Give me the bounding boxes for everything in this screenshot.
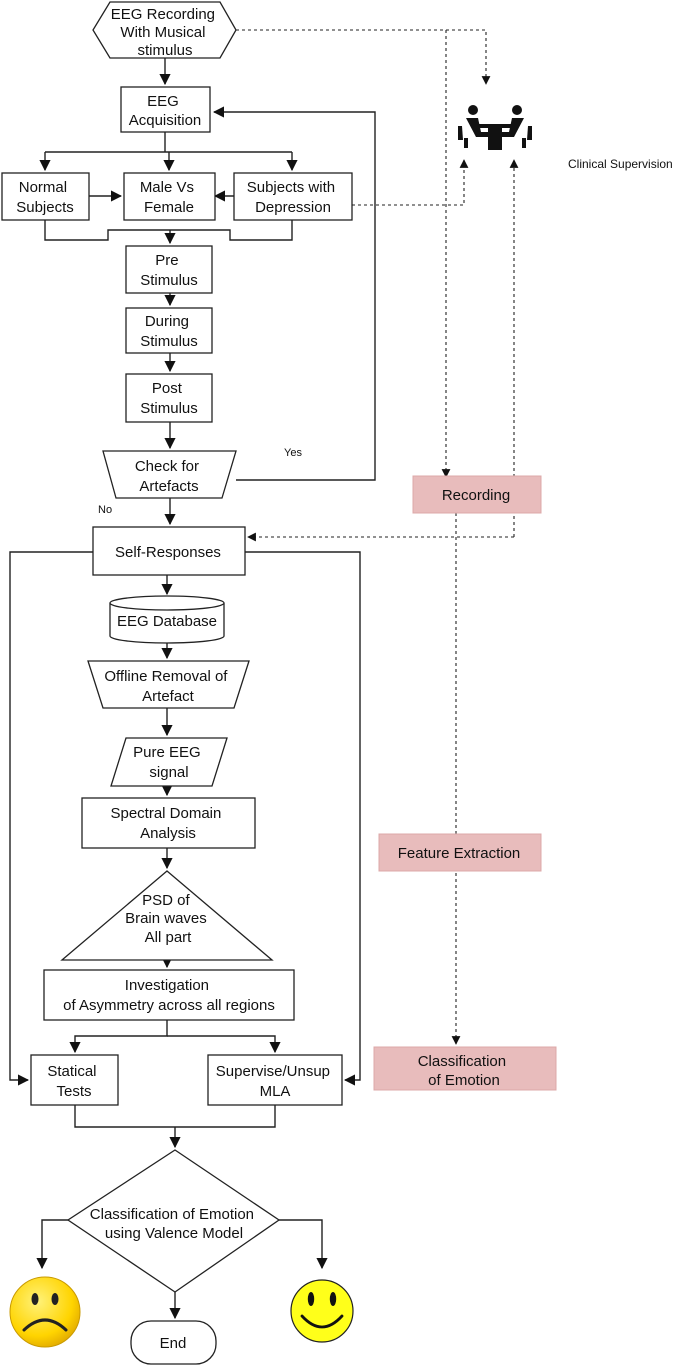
- check-artefacts-line-1: Check for: [135, 458, 199, 475]
- pure-eeg-line-2: signal: [149, 764, 188, 781]
- spectral-analysis-line-2: Analysis: [140, 825, 196, 842]
- eeg-database-label: EEG Database: [117, 613, 217, 630]
- svg-text:Spectral Domain Analysis: Spectral Domain Analysis: [110, 805, 225, 842]
- eeg-acquisition-line-1: EEG: [147, 93, 179, 110]
- self-responses-node: Self-Responses: [92, 526, 246, 576]
- spectral-analysis-line-1: Spectral Domain: [110, 805, 221, 822]
- recording-stage-label: Recording: [442, 487, 510, 504]
- svg-text:During Stimulus: During Stimulus: [140, 313, 198, 350]
- psd-line-1: PSD of: [142, 892, 190, 909]
- pre-stimulus-line-2: Stimulus: [140, 272, 198, 289]
- svg-text:Pre Stimulus: Pre Stimulus: [140, 252, 198, 289]
- eeg-recording-line-3: stimulus: [137, 42, 192, 59]
- svg-text:Offline Removal of Artef: Offline Removal of Artefact: [104, 668, 231, 705]
- offline-removal-line-2: Artefact: [142, 688, 195, 705]
- end-label: End: [160, 1335, 187, 1352]
- self-responses-label: Self-Responses: [115, 544, 221, 561]
- statical-tests-line-2: Tests: [56, 1083, 91, 1100]
- asymmetry-line-1: Investigation: [125, 977, 209, 994]
- mla-line-2: MLA: [260, 1083, 291, 1100]
- svg-text:Statical Tests: Statical Tests: [47, 1063, 100, 1100]
- svg-text:EEG Recording With Music: EEG Recording With Musical stimulus: [111, 6, 219, 59]
- pre-stimulus-line-1: Pre: [155, 252, 178, 269]
- svg-text:Classification of Emotio: Classification of Emotion: [418, 1053, 511, 1089]
- svg-text:Check for Artefacts: Check for Artefacts: [135, 458, 203, 495]
- classification-decision-node: Classification of Emotion using Valence …: [66, 1149, 281, 1293]
- post-stimulus-line-2: Stimulus: [140, 400, 198, 417]
- edge-label-yes: Yes: [284, 447, 302, 459]
- eeg-database-node: EEG Database: [109, 595, 225, 644]
- subjects-depression-node: Subjects with Depression: [233, 172, 353, 221]
- spectral-analysis-node: Spectral Domain Analysis: [81, 797, 256, 849]
- during-stimulus-line-1: During: [145, 313, 189, 330]
- flow-connectors: [9, 58, 376, 1320]
- classification-decision-line-2: using Valence Model: [105, 1225, 243, 1242]
- male-vs-female-line-1: Male Vs: [140, 179, 194, 196]
- normal-subjects-node: Normal Subjects: [1, 172, 90, 221]
- male-vs-female-node: Male Vs Female: [123, 172, 216, 221]
- svg-text:Classification of Emotion: Classification of Emotion using Valence …: [90, 1206, 258, 1242]
- statical-tests-line-1: Statical: [47, 1063, 96, 1080]
- feature-extraction-stage-label: Feature Extraction: [398, 845, 521, 862]
- offline-removal-node: Offline Removal of Artefact: [87, 660, 250, 709]
- eeg-recording-line-2: With Musical: [120, 24, 205, 41]
- asymmetry-node: Investigation of Asymmetry across all re…: [43, 969, 295, 1021]
- statical-tests-node: Statical Tests: [30, 1054, 119, 1106]
- psd-node: PSD of Brain waves All part: [60, 870, 274, 961]
- two-people-at-table-icon: [458, 105, 532, 150]
- recording-stage: Recording: [412, 475, 542, 514]
- mla-line-1: Supervise/Unsup: [216, 1063, 330, 1080]
- svg-text:Subjects with Depression: Subjects with Depression: [247, 179, 340, 216]
- svg-text:Male Vs Female: Male Vs Female: [140, 179, 198, 216]
- eeg-recording-node: EEG Recording With Musical stimulus: [92, 1, 237, 59]
- normal-subjects-line-2: Subjects: [16, 199, 74, 216]
- subjects-depression-line-1: Subjects with: [247, 179, 335, 196]
- normal-subjects-line-1: Normal: [19, 179, 67, 196]
- dashed-connectors: [236, 29, 519, 1045]
- svg-text:EEG Acquisition: EEG Acquisition: [129, 93, 202, 129]
- feature-extraction-stage: Feature Extraction: [378, 833, 542, 872]
- subjects-depression-line-2: Depression: [255, 199, 331, 216]
- asymmetry-line-2: of Asymmetry across all regions: [63, 997, 275, 1014]
- pre-stimulus-node: Pre Stimulus: [125, 245, 213, 294]
- pure-eeg-line-1: Pure EEG: [133, 744, 201, 761]
- svg-text:Investigation of Asymmet: Investigation of Asymmetry across all re…: [63, 977, 275, 1014]
- clinical-supervision-label: Clinical Supervision: [568, 157, 673, 171]
- eeg-acquisition-node: EEG Acquisition: [120, 86, 211, 133]
- end-node: End: [130, 1320, 217, 1365]
- classification-stage-line-1: Classification: [418, 1053, 506, 1070]
- check-artefacts-line-2: Artefacts: [139, 478, 198, 495]
- pure-eeg-node: Pure EEG signal: [110, 737, 228, 787]
- psd-line-2: Brain waves: [125, 910, 207, 927]
- during-stimulus-node: During Stimulus: [125, 307, 213, 354]
- classification-decision-line-1: Classification of Emotion: [90, 1206, 254, 1223]
- sad-face-icon: [9, 1276, 81, 1348]
- eeg-recording-line-1: EEG Recording: [111, 6, 215, 23]
- svg-text:Pure EEG signal: Pure EEG signal: [133, 744, 205, 781]
- svg-text:Supervise/Unsup MLA: Supervise/Unsup MLA: [216, 1063, 334, 1100]
- edge-label-no: No: [98, 504, 112, 516]
- during-stimulus-line-2: Stimulus: [140, 333, 198, 350]
- happy-face-icon: [290, 1279, 354, 1343]
- post-stimulus-line-1: Post: [152, 380, 183, 397]
- offline-removal-line-1: Offline Removal of: [104, 668, 228, 685]
- check-artefacts-node: Check for Artefacts: [102, 450, 237, 499]
- male-vs-female-line-2: Female: [144, 199, 194, 216]
- svg-text:PSD of Brain waves: PSD of Brain waves All part: [125, 892, 211, 946]
- svg-text:Normal Subjects: Normal Subjects: [16, 179, 74, 216]
- eeg-acquisition-line-2: Acquisition: [129, 112, 202, 129]
- svg-text:Post Stimulus: Post Stimulus: [140, 380, 198, 417]
- mla-node: Supervise/Unsup MLA: [207, 1054, 343, 1106]
- classification-stage-line-2: of Emotion: [428, 1072, 500, 1089]
- classification-stage: Classification of Emotion: [373, 1046, 557, 1091]
- psd-line-3: All part: [145, 929, 193, 946]
- post-stimulus-node: Post Stimulus: [125, 373, 213, 423]
